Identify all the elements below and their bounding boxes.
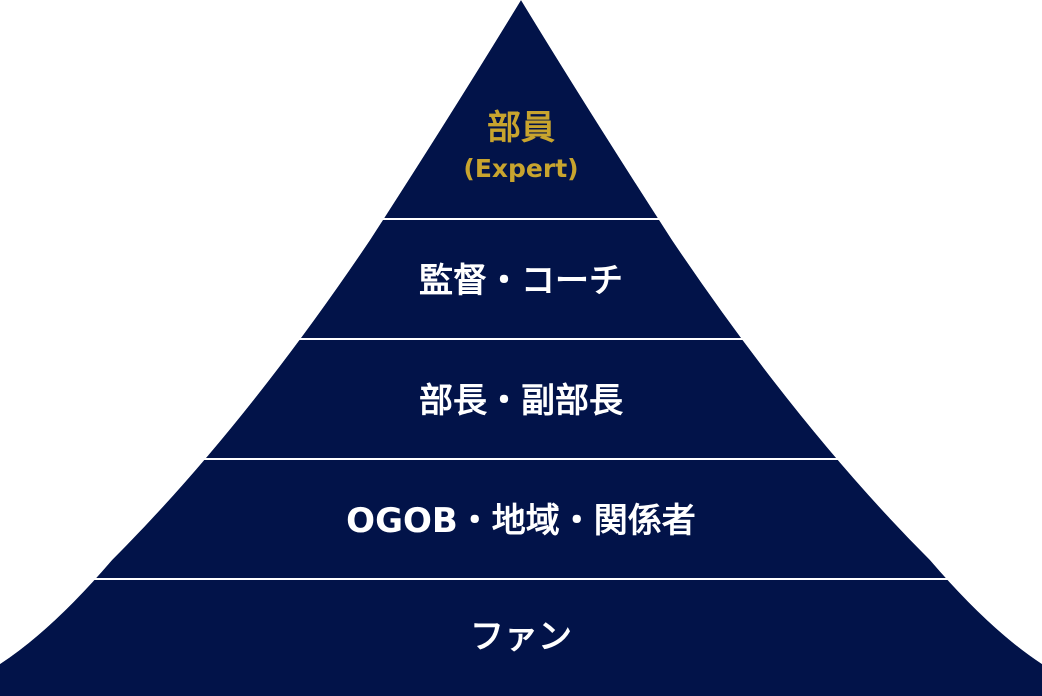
tier-label-members: 部員 [487, 108, 555, 148]
tier-label-alumni-community: OGOB・地域・関係者 [346, 501, 696, 541]
tier-label-fans: ファン [470, 617, 572, 657]
pyramid-outside-right [521, 0, 1042, 664]
tier-label-coaches: 監督・コーチ [419, 261, 623, 301]
pyramid-outside-left [0, 0, 521, 664]
tier-label-managers: 部長・副部長 [419, 381, 624, 421]
tier-sublabel-expert: (Expert) [463, 154, 578, 183]
